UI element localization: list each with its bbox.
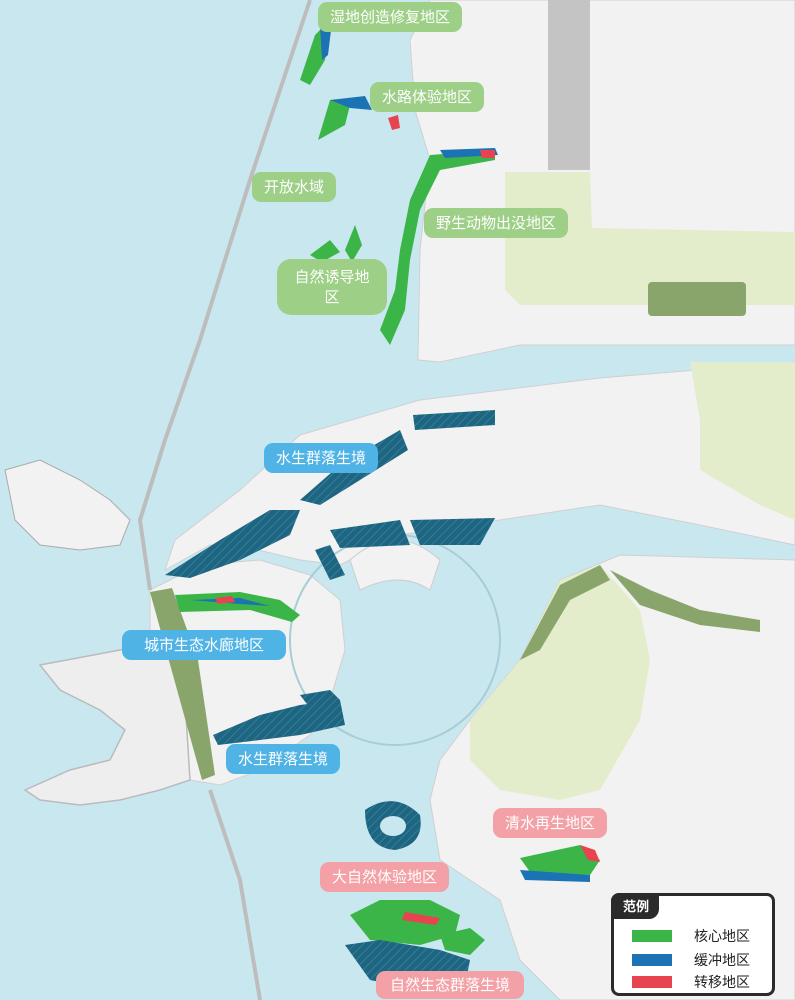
zone-waterway-core (318, 100, 350, 140)
legend-title: 范例 (611, 893, 660, 919)
label-wildlife-area: 野生动物出没地区 (424, 208, 569, 238)
legend-label-transfer: 转移地区 (694, 975, 750, 991)
zone-clean-water-buffer (520, 870, 590, 882)
zone-nature-experience-core (350, 900, 460, 945)
park-middle-east (690, 362, 795, 520)
green-strip-southeast-2 (610, 570, 760, 632)
legend-swatch-transfer (632, 976, 672, 988)
habitat-southern-ring-hole (380, 816, 406, 836)
zone-wildlife-core (380, 150, 495, 345)
habitat-south-1 (213, 700, 345, 745)
legend-item-transfer: 转移地区 (632, 972, 750, 992)
dark-park-patch (648, 282, 746, 316)
map-legend: 范例 核心地区 缓冲地区 转移地区 (611, 893, 775, 996)
zone-corridor-transfer (215, 596, 235, 604)
zone-nature-experience-transfer (402, 912, 440, 925)
park-northeast (505, 172, 795, 305)
habitat-south-2 (300, 690, 340, 708)
label-nature-experience: 大自然体验地区 (320, 862, 450, 892)
label-urban-eco-corridor: 城市生态水廊地区 (122, 630, 287, 660)
habitat-north-5 (315, 545, 345, 580)
legend-label-core: 核心地区 (694, 929, 750, 945)
habitat-north-4 (330, 518, 495, 548)
zone-waterway-transfer (388, 115, 400, 130)
legend-item-core: 核心地区 (632, 926, 750, 946)
island-west (4, 459, 131, 551)
urban-gray-block (548, 0, 590, 170)
label-aquatic-habitat-north: 水生群落生境 (264, 443, 379, 473)
legend-swatch-core (632, 930, 672, 942)
label-wetland-restoration: 湿地创造修复地区 (318, 2, 463, 32)
park-southeast (470, 565, 650, 800)
zone-waterway-buffer (330, 96, 372, 110)
habitat-north-3 (165, 510, 300, 578)
causeway-south (208, 789, 262, 1000)
legend-item-buffer: 缓冲地区 (632, 950, 750, 970)
sea-wall (137, 0, 312, 591)
label-open-water: 开放水域 (252, 172, 337, 202)
legend-swatch-buffer (632, 954, 672, 966)
zone-wildlife-transfer (480, 150, 495, 158)
green-strip-southeast (520, 565, 610, 660)
zone-clean-water-transfer (580, 845, 600, 862)
label-natural-habitat: 自然生态群落生境 (376, 971, 525, 999)
zone-nature-core (310, 225, 362, 262)
label-waterway-experience: 水路体验地区 (370, 82, 485, 112)
zone-clean-water-core (520, 845, 600, 875)
legend-label-buffer: 缓冲地区 (694, 953, 750, 969)
label-nature-induction: 自然诱导地区 (277, 259, 387, 315)
habitat-north-2 (413, 410, 495, 430)
zone-natural-habitat-core (440, 928, 485, 955)
label-clean-water-regeneration: 清水再生地区 (493, 808, 608, 838)
label-aquatic-habitat-south: 水生群落生境 (226, 744, 341, 774)
